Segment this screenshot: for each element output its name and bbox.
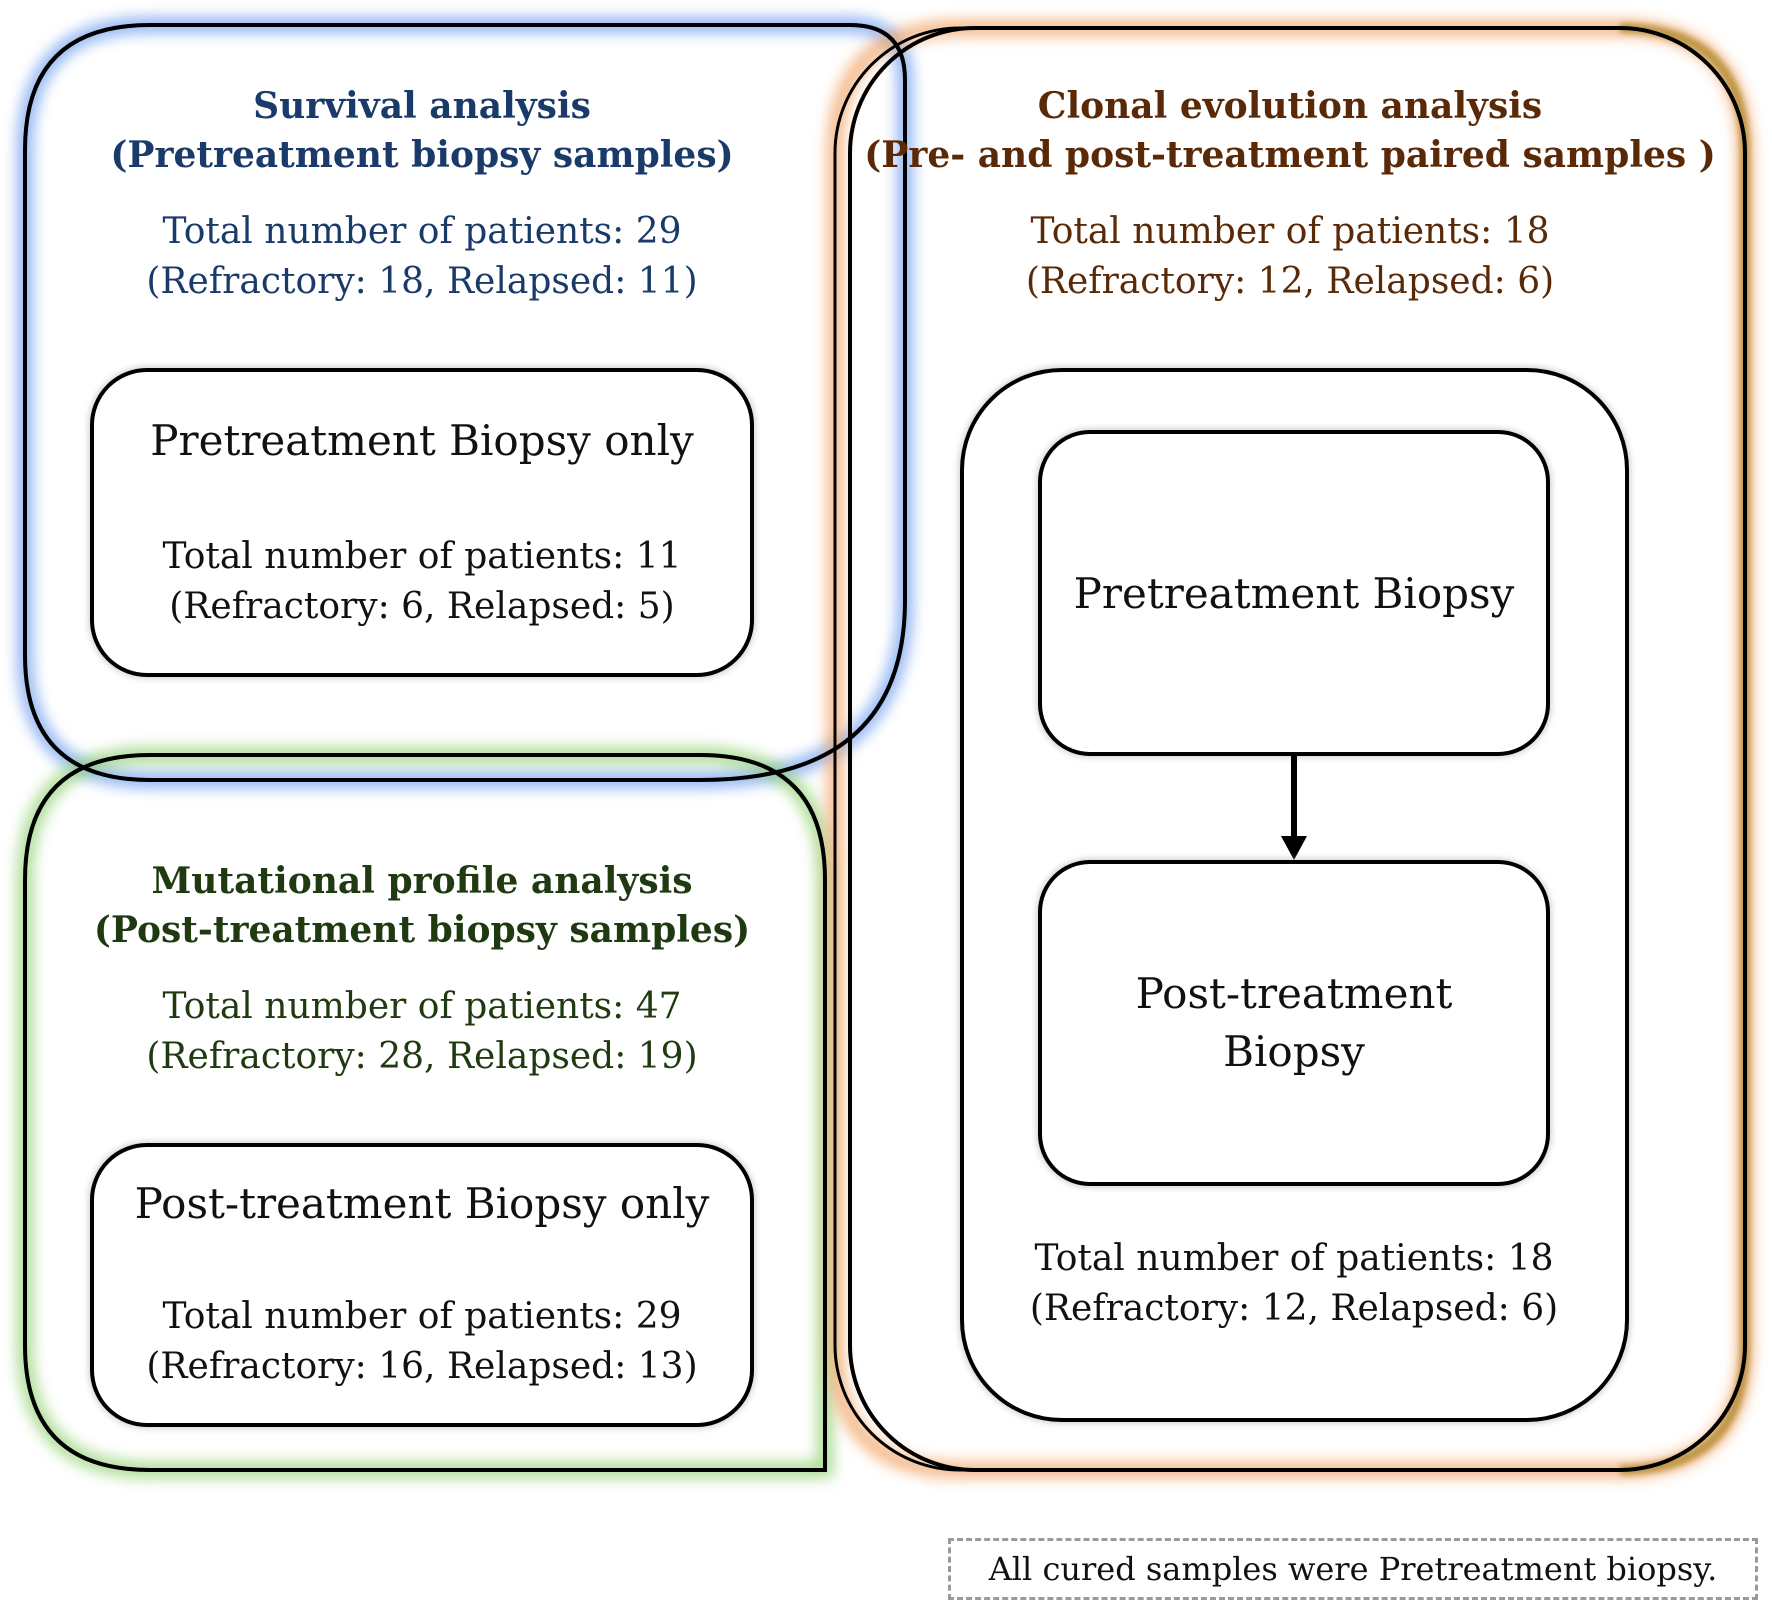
clonal-total-line1: Total number of patients: 18	[1030, 211, 1549, 252]
paired-posttreatment-label-line1: Post-treatment	[1136, 969, 1453, 1018]
cured-samples-note-text: All cured samples were Pretreatment biop…	[988, 1550, 1718, 1588]
pretreatment-only-total-line1: Total number of patients: 11	[162, 536, 681, 577]
mutational-title-line1: Mutational profile analysis	[151, 860, 692, 902]
paired-posttreatment-label-line2: Biopsy	[1223, 1027, 1365, 1076]
posttreatment-only-total-line1: Total number of patients: 29	[162, 1296, 681, 1337]
diagram-canvas: Survival analysis (Pretreatment biopsy s…	[17, 17, 1753, 1478]
survival-outline	[23, 23, 907, 782]
paired-pretreatment-box: Pretreatment Biopsy	[1036, 428, 1552, 758]
clonal-header: Clonal evolution analysis (Pre- and post…	[864, 85, 1715, 302]
clonal-edge-glow	[1619, 23, 1750, 1475]
paired-total-line1: Total number of patients: 18	[1034, 1238, 1553, 1279]
mutational-header: Mutational profile analysis (Post-treatm…	[94, 860, 750, 1077]
survival-total-line1: Total number of patients: 29	[162, 211, 681, 252]
survival-title-line2: (Pretreatment biopsy samples)	[110, 134, 733, 176]
mutational-outline	[23, 753, 827, 1472]
arrow-head	[1281, 836, 1307, 860]
pretreatment-only-label: Pretreatment Biopsy only	[150, 416, 694, 465]
clonal-title-line2: (Pre- and post-treatment paired samples …	[864, 134, 1715, 176]
survival-total-line2: (Refractory: 18, Relapsed: 11)	[146, 261, 697, 302]
posttreatment-only-box: Post-treatment Biopsy only Total number …	[88, 1141, 756, 1429]
pretreatment-only-total-line2: (Refractory: 6, Relapsed: 5)	[169, 586, 674, 627]
survival-header: Survival analysis (Pretreatment biopsy s…	[110, 85, 733, 302]
overlap-outline	[833, 26, 1747, 1472]
pretreatment-only-box: Pretreatment Biopsy only Total number of…	[88, 366, 756, 679]
posttreatment-only-total-line2: (Refractory: 16, Relapsed: 13)	[146, 1346, 697, 1387]
posttreatment-only-label: Post-treatment Biopsy only	[135, 1179, 710, 1228]
survival-title-line1: Survival analysis	[253, 85, 591, 127]
cured-samples-note: All cured samples were Pretreatment biop…	[948, 1538, 1758, 1600]
mutational-title-line2: (Post-treatment biopsy samples)	[94, 909, 750, 951]
paired-total-line2: (Refractory: 12, Relapsed: 6)	[1030, 1288, 1558, 1329]
mutational-total-line1: Total number of patients: 47	[162, 986, 681, 1027]
paired-pretreatment-label: Pretreatment Biopsy	[1074, 569, 1515, 618]
clonal-total-line2: (Refractory: 12, Relapsed: 6)	[1026, 261, 1554, 302]
clonal-title-line1: Clonal evolution analysis	[1038, 85, 1542, 127]
mutational-total-line2: (Refractory: 28, Relapsed: 19)	[146, 1036, 697, 1077]
paired-posttreatment-box: Post-treatment Biopsy	[1036, 858, 1552, 1188]
